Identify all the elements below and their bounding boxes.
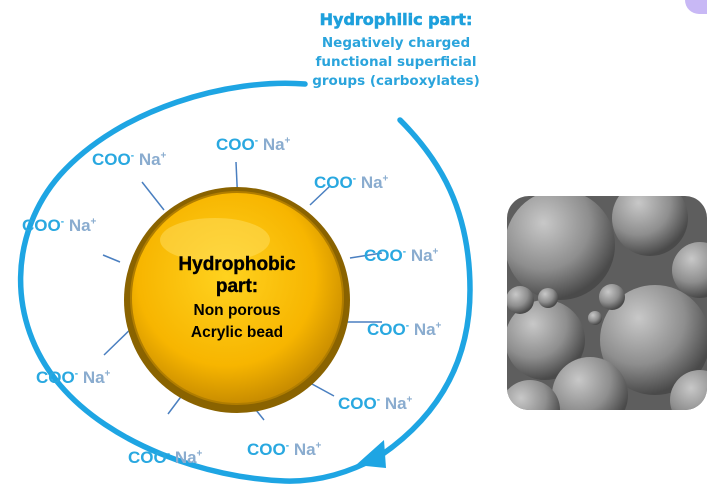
carboxylate-group: COO- Na+	[22, 216, 97, 235]
hydrophilic-description-line: Negatively charged	[321, 35, 471, 51]
corner-decoration	[685, 0, 707, 14]
core-title-line: part:	[215, 276, 259, 297]
connector-line	[349, 252, 383, 259]
connector-line	[309, 185, 331, 206]
hydrophilic-ring	[17, 80, 381, 484]
carboxylate-group: COO- Na+	[36, 368, 111, 387]
carboxylate-group: COO- Na+	[247, 440, 322, 459]
core-label: Hydrophobic part: Non porous Acrylic bea…	[147, 254, 327, 344]
connector-line	[141, 181, 165, 211]
hydrophilic-title: Hydrophilic part:	[319, 10, 473, 30]
hydrophobic-bead-face	[130, 191, 344, 405]
hydrophilic-ring-right-arc	[377, 117, 473, 459]
carboxylate-group: COO- Na+	[338, 394, 413, 413]
core-description-line: Non porous	[193, 302, 281, 319]
arrow-head-icon	[356, 440, 386, 468]
hydrophilic-description: Negatively charged functional superficia…	[276, 34, 516, 91]
sem-micrograph-image	[507, 196, 707, 410]
hydrophilic-description-line: groups (carboxylates)	[312, 73, 480, 89]
carboxylate-group: COO- Na+	[92, 150, 167, 169]
carboxylate-group: COO- Na+	[216, 135, 291, 154]
hydrophilic-description-line: functional superficial	[315, 54, 477, 70]
connector-line	[102, 254, 121, 263]
carboxylate-group: COO- Na+	[314, 173, 389, 192]
bead-highlight	[160, 218, 270, 262]
core-description-line: Acrylic bead	[190, 324, 284, 341]
carboxylate-group: COO- Na+	[128, 448, 203, 467]
core-title-line: Hydrophobic	[178, 254, 296, 275]
carboxylate-group: COO- Na+	[367, 320, 442, 339]
carboxylate-group: COO- Na+	[364, 246, 439, 265]
